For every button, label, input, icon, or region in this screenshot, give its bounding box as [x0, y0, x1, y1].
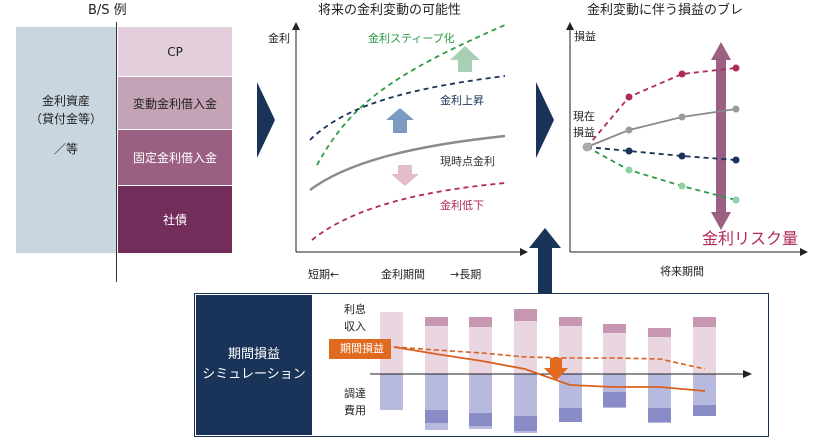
arrow-down-fall — [391, 165, 419, 186]
simulation-label: 期間損益 シミュレーション — [196, 295, 312, 435]
curve-current — [309, 134, 506, 191]
pl-line-dn2 — [586, 146, 737, 201]
bs-cell-cp-label: CP — [167, 44, 183, 59]
bs-divider — [116, 22, 117, 282]
asset-label: 金利資産 （貸付金等） ／等 — [16, 92, 116, 158]
pl-badge-bg — [329, 339, 391, 359]
arrow-up-steep — [450, 46, 480, 72]
label-current: 現時点金利 — [440, 155, 495, 168]
pl-xlabel: 将来期間 — [660, 265, 704, 278]
pl-line-mid — [586, 108, 737, 148]
pl-line-stress — [393, 346, 706, 392]
pl-line-dn1 — [586, 146, 737, 161]
pl-axes — [566, 22, 808, 256]
future-axes — [292, 22, 528, 256]
cost-label-line2: 費用 — [344, 404, 366, 417]
cost-label-line1: 調達 — [344, 387, 366, 400]
flow-arrow-1 — [257, 82, 275, 158]
curve-rise — [309, 75, 506, 141]
pl-chart — [566, 22, 808, 256]
pl-line-base — [393, 346, 706, 370]
bs-cell-cp: CP — [118, 27, 232, 76]
flow-arrow-2 — [536, 82, 554, 158]
pl-ylabel: 損益 — [574, 30, 596, 43]
pl-badge: 期間損益 — [340, 342, 384, 355]
simulation-label-line2: シミュレーション — [202, 367, 306, 382]
bs-title: B/S 例 — [88, 3, 127, 18]
label-steep: 金利スティープ化 — [368, 32, 455, 45]
bs-cell-fixed-loan-label: 固定金利借入金 — [132, 151, 217, 165]
asset-label-line3: ／等 — [53, 142, 78, 156]
axis-short: 短期← — [308, 268, 340, 281]
connector-arrow-up — [529, 228, 561, 296]
arrow-up-rise — [386, 108, 414, 133]
risk-band — [716, 58, 726, 213]
pl-origin-line2: 損益 — [573, 126, 595, 139]
label-fall: 金利低下 — [440, 199, 484, 212]
pl-origin-line1: 現在 — [573, 110, 595, 123]
income-label-line1: 利息 — [344, 303, 366, 316]
bs-cell-variable-loan-label: 変動金利借入金 — [132, 96, 217, 111]
bs-cell-bond: 社債 — [118, 186, 232, 253]
decline-arrow — [544, 358, 568, 381]
axis-mid: 金利期間 — [381, 268, 425, 281]
risk-label: 金利リスク量 — [702, 229, 799, 248]
income-bars — [380, 309, 716, 374]
income-label-line2: 収入 — [344, 320, 366, 333]
asset-block — [16, 27, 116, 253]
cost-bars — [380, 374, 716, 433]
curve-fall — [311, 182, 506, 241]
risk-arrow-top — [711, 42, 731, 60]
bs-cell-fixed-loan: 固定金利借入金 — [118, 130, 232, 185]
future-title: 将来の金利変動の可能性 — [318, 3, 462, 18]
future-ylabel: 金利 — [268, 32, 290, 45]
simulation-label-line1: 期間損益 — [227, 347, 280, 362]
bs-cell-bond-label: 社債 — [162, 213, 187, 227]
future-chart — [292, 22, 528, 256]
asset-label-line1: 金利資産 — [41, 94, 90, 108]
simulation-chart — [329, 309, 752, 433]
axis-long: →長期 — [450, 268, 482, 281]
label-rise: 金利上昇 — [440, 94, 484, 107]
risk-arrow-bottom — [711, 212, 731, 230]
pl-title: 金利変動に伴う損益のブレ — [587, 3, 744, 18]
pl-line-up — [586, 67, 737, 148]
asset-label-line2: （貸付金等） — [29, 112, 102, 126]
bs-cell-variable-loan: 変動金利借入金 — [118, 77, 232, 129]
